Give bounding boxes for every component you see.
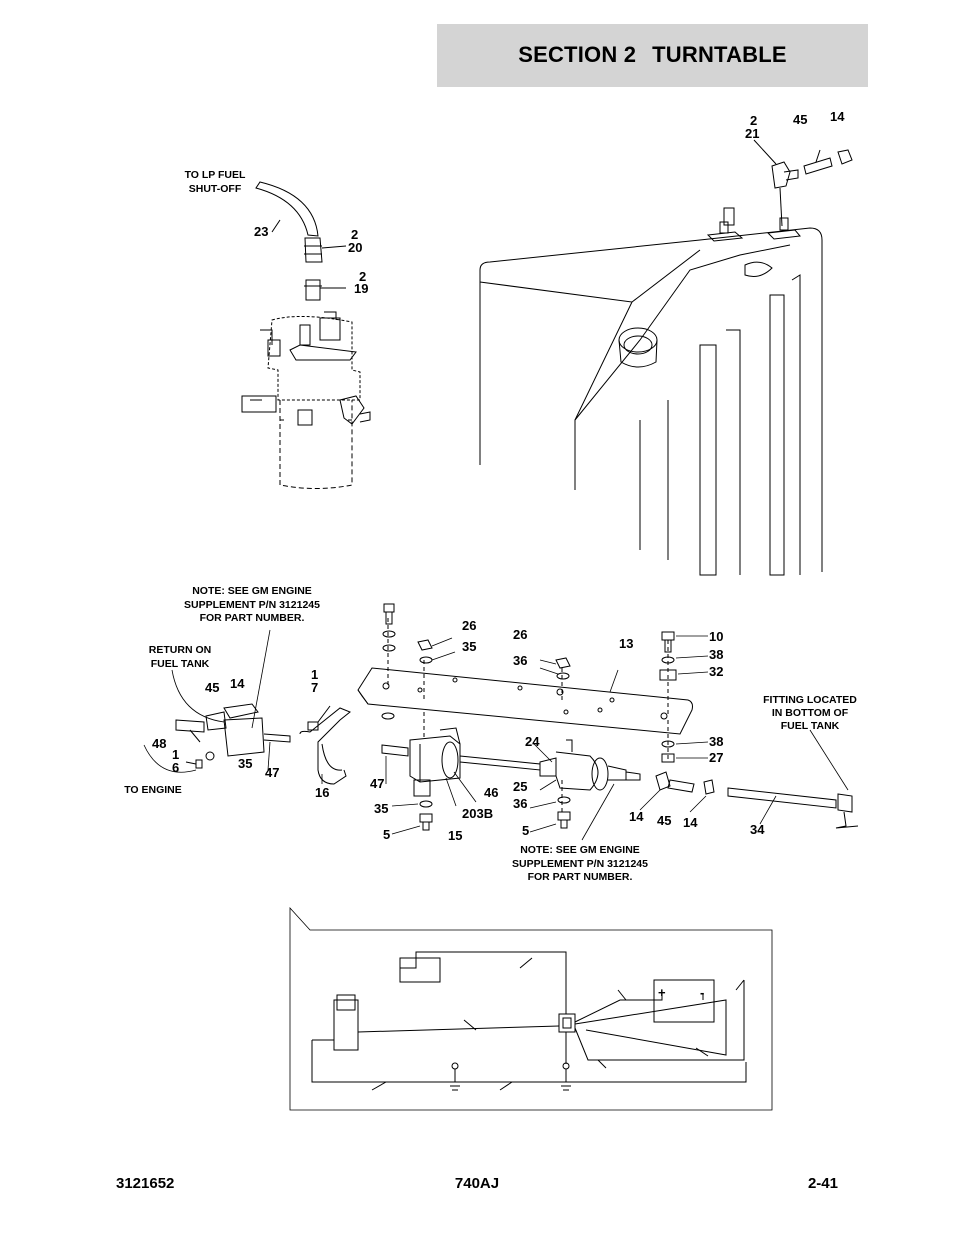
mounting-bracket (357, 618, 693, 812)
part-number: 2 (359, 269, 366, 284)
fitting-assembly-top (753, 139, 853, 227)
part-number: 203B (462, 806, 493, 821)
part-number: 27 (709, 750, 723, 765)
note-bottom-line3: FOR PART NUMBER. (528, 871, 633, 883)
note-top-line2: SUPPLEMENT P/N 3121245 (184, 599, 320, 611)
part-number: 36 (513, 796, 527, 811)
part-number: 47 (265, 765, 279, 780)
section-name: TURNTABLE (652, 42, 787, 67)
part-number: 45 (205, 680, 219, 695)
document-number: 3121652 (116, 1175, 175, 1192)
section-title: SECTION 2 TURNTABLE (437, 42, 868, 68)
part-number: 36 (513, 653, 527, 668)
label-fuel-tank-fitting: FUEL TANK (781, 720, 840, 732)
part-number: 35 (374, 801, 388, 816)
fuel-solenoid (381, 727, 641, 797)
part-number: 38 (709, 734, 723, 749)
part-number: 25 (513, 779, 527, 794)
note-top-line1: NOTE: SEE GM ENGINE (192, 585, 312, 597)
fuel-lines (175, 703, 859, 829)
part-number: 2 (351, 227, 358, 242)
part-number: 5 (522, 823, 529, 838)
page-number: 2-41 (807, 1175, 838, 1192)
part-number: 5 (383, 827, 390, 842)
part-number: 1 (172, 747, 179, 762)
label-fitting-located: FITTING LOCATED (763, 694, 857, 706)
part-number: 35 (238, 756, 252, 771)
battery-negative-label: - (700, 985, 704, 1000)
part-number: 14 (230, 676, 245, 691)
battery-positive-label: + (658, 985, 666, 1000)
part-number: 47 (370, 776, 384, 791)
note-bottom-line1: NOTE: SEE GM ENGINE (520, 844, 640, 856)
part-number: 26 (462, 618, 476, 633)
section-number: SECTION 2 (518, 42, 637, 67)
part-number: 24 (525, 734, 540, 749)
wiring-schematic (289, 906, 773, 1111)
part-number: 15 (448, 828, 462, 843)
part-number: 16 (315, 785, 329, 800)
part-number: 13 (619, 636, 633, 651)
part-number: 10 (709, 629, 723, 644)
part-number: 32 (709, 664, 723, 679)
note-top-line3: FOR PART NUMBER. (200, 612, 305, 624)
label-return-on: RETURN ON (149, 644, 211, 656)
hardware (185, 603, 677, 831)
label-to-engine: TO ENGINE (124, 784, 182, 796)
part-number: 45 (793, 112, 807, 127)
leader-lines (143, 629, 849, 841)
part-number: 14 (683, 815, 698, 830)
part-number: 7 (311, 680, 318, 695)
label-to-lp-fuel: TO LP FUEL (185, 169, 246, 181)
part-number: 14 (629, 809, 644, 824)
part-number: 21 (745, 126, 759, 141)
part-number: 23 (254, 224, 268, 239)
part-number: 38 (709, 647, 723, 662)
part-number: 19 (354, 281, 368, 296)
part-number: 20 (348, 240, 362, 255)
part-number: 45 (657, 813, 671, 828)
note-bottom-line2: SUPPLEMENT P/N 3121245 (512, 858, 648, 870)
label-shut-off: SHUT-OFF (189, 183, 242, 195)
part-number: 14 (830, 109, 845, 124)
part-number: 6 (172, 760, 179, 775)
part-number: 1 (311, 667, 318, 682)
part-number: 26 (513, 627, 527, 642)
part-number: 46 (484, 785, 498, 800)
label-fuel-tank: FUEL TANK (151, 658, 210, 670)
part-number: 48 (152, 736, 166, 751)
part-number: 35 (462, 639, 476, 654)
fuel-tank (479, 207, 823, 576)
label-in-bottom-of: IN BOTTOM OF (772, 707, 849, 719)
part-number: 34 (750, 822, 765, 837)
part-number: 2 (750, 113, 757, 128)
section-header: SECTION 2 TURNTABLE (437, 24, 868, 87)
model-number: 740AJ (454, 1175, 500, 1192)
lp-regulator (241, 181, 371, 489)
